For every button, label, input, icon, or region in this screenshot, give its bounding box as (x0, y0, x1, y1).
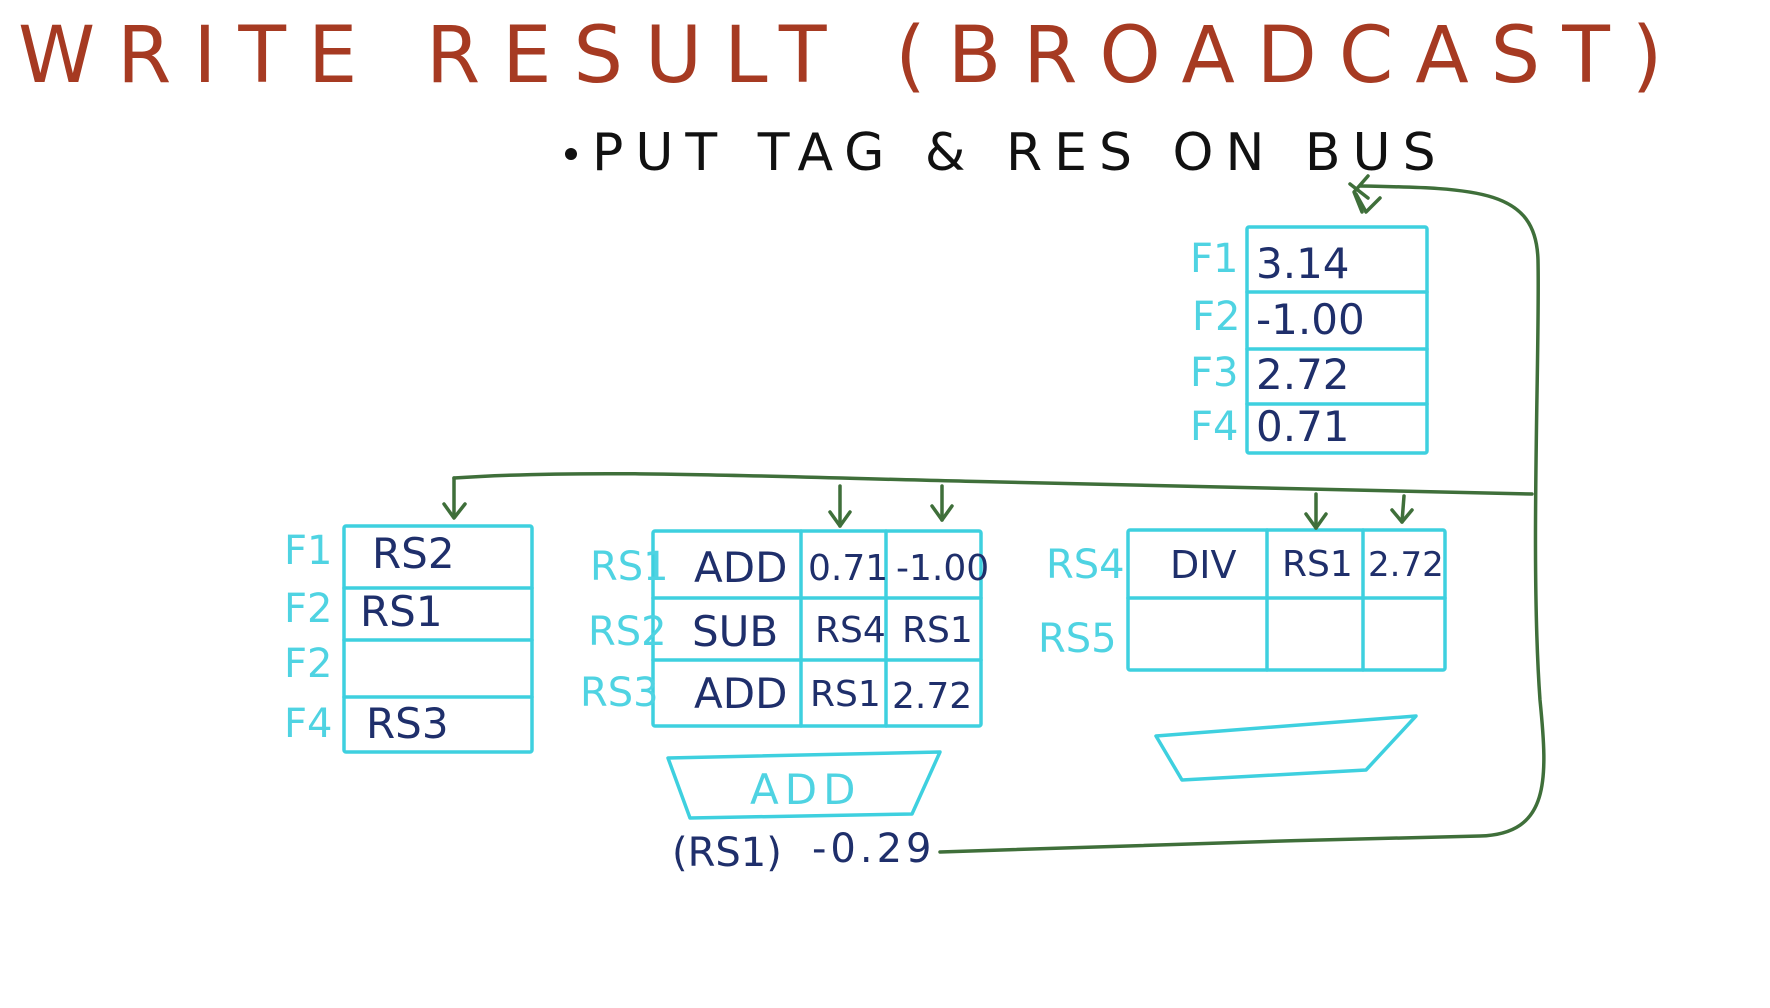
add-rs-label-rs1: RS1 (590, 544, 669, 590)
add-rs-op-rs3: ADD (694, 669, 787, 718)
regfile-label-f2: F2 (1192, 294, 1240, 340)
bus-arrow-regfile (1348, 174, 1370, 214)
common-data-bus (442, 174, 1546, 854)
add-reservation-stations: RS1 RS2 RS3 ADD 0.71 -1.00 SUB RS4 RS1 A… (580, 529, 989, 728)
regfile-arrow-icon (1354, 192, 1382, 214)
bullet-dot (565, 148, 577, 160)
rat-value-f4: RS3 (366, 699, 449, 748)
mul-v2-arrow-icon (1390, 508, 1414, 524)
rs-v2-arrow-icon (930, 504, 954, 522)
bus-return-path (938, 184, 1546, 854)
add-rs-op-rs1: ADD (694, 543, 787, 592)
mul-rs-v1-rs4: RS1 (1282, 544, 1353, 585)
result-tag: (RS1) (672, 830, 782, 876)
result-value: -0.29 (812, 826, 936, 872)
rs-v1-arrow-icon (828, 510, 852, 528)
mul-rs-v2-rs4: 2.72 (1368, 545, 1444, 585)
regfile-value-f4: 0.71 (1256, 402, 1350, 451)
add-rs-label-rs3: RS3 (580, 670, 659, 716)
add-rs-v2-rs1: -1.00 (896, 548, 989, 589)
regfile-label-f4: F4 (1190, 404, 1238, 450)
page-title: WRITE RESULT (BROADCAST) (18, 11, 1684, 101)
mul-rs-label-rs4: RS4 (1046, 542, 1125, 588)
rat-value-f2: RS1 (360, 587, 443, 636)
mul-rs-op-rs4: DIV (1170, 543, 1236, 587)
rat-label-f2-b: F2 (284, 641, 332, 687)
regfile-value-f2: -1.00 (1256, 295, 1365, 344)
add-rs-op-rs2: SUB (692, 607, 778, 656)
rat-label-f4: F4 (284, 701, 332, 747)
rat-arrow-icon (442, 502, 467, 520)
register-file: F1 F2 F3 F4 3.14 -1.00 2.72 0.71 (1190, 225, 1429, 455)
rat-value-f1: RS2 (372, 529, 455, 578)
regfile-value-f1: 3.14 (1256, 239, 1350, 288)
mul-reservation-stations: RS4 RS5 DIV RS1 2.72 (1038, 528, 1447, 672)
regfile-label-f3: F3 (1190, 350, 1238, 396)
add-rs-v1-rs2: RS4 (815, 610, 886, 651)
regfile-value-f3: 2.72 (1256, 350, 1350, 399)
mul-rs-label-rs5: RS5 (1038, 616, 1117, 662)
bullet-text: PUT TAG & RES ON BUS (592, 123, 1448, 183)
rat-table: F1 F2 F2 F4 RS2 RS1 RS3 (284, 524, 534, 754)
add-unit: ADD (666, 750, 942, 820)
mul-unit (1154, 714, 1418, 782)
add-rs-v2-rs3: 2.72 (892, 676, 972, 717)
add-rs-v1-rs1: 0.71 (808, 548, 888, 589)
rat-label-f1: F1 (284, 528, 332, 574)
rat-label-f2: F2 (284, 586, 332, 632)
mul-v1-arrow-icon (1304, 512, 1328, 530)
add-rs-v2-rs2: RS1 (902, 610, 973, 651)
add-rs-label-rs2: RS2 (588, 609, 667, 655)
add-unit-label: ADD (750, 765, 861, 814)
add-rs-v1-rs3: RS1 (810, 674, 881, 715)
bus-horizontal (452, 471, 1534, 496)
regfile-label-f1: F1 (1190, 236, 1238, 282)
bus-drop-mul-v2 (1400, 494, 1406, 524)
